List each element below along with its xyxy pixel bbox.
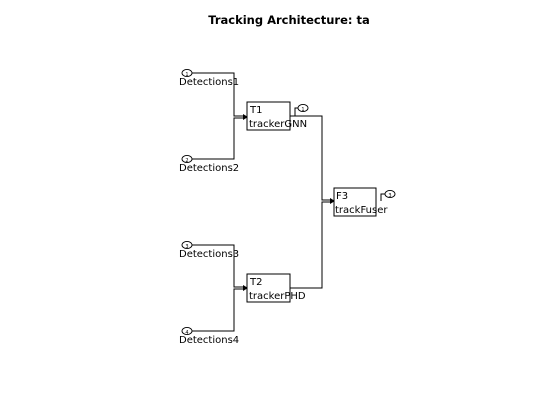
detections2-label: Detections2 <box>179 163 239 174</box>
detections4-port-icon <box>181 326 193 336</box>
tracker-t1-port-number: 1 <box>301 107 304 113</box>
detections1-label: Detections1 <box>179 77 239 88</box>
detection-source-1[interactable]: 1 Detections1 <box>179 68 239 88</box>
wire-t2-f3 <box>290 201 331 289</box>
detections3-port-icon <box>181 240 193 250</box>
detections2-port-number: 2 <box>185 158 188 164</box>
fuser-f3-name: trackFuser <box>335 205 388 216</box>
arrow-f3-in <box>330 198 335 204</box>
detections2-port-icon <box>181 154 193 164</box>
detections4-label: Detections4 <box>179 335 239 346</box>
tracker-t1-name: trackerGNN <box>249 119 307 130</box>
tracker-t1-id: T1 <box>249 105 262 116</box>
tracker-t1-block[interactable]: T1 trackerGNN 1 <box>246 101 309 131</box>
fuser-f3-output-port-icon <box>384 189 396 199</box>
detection-source-2[interactable]: 2 Detections2 <box>179 154 239 174</box>
connections <box>192 72 335 332</box>
detection-source-3[interactable]: 3 Detections3 <box>179 240 239 260</box>
wire-detections4-t2 <box>192 288 244 332</box>
detections4-port-number: 4 <box>185 330 188 336</box>
fuser-f3-box <box>333 187 377 217</box>
tracker-t2-block[interactable]: T2 trackerPHD <box>246 273 306 303</box>
detections1-port-number: 1 <box>185 72 188 78</box>
detections1-port-icon <box>181 68 193 78</box>
wire-detections2-t1 <box>192 117 244 160</box>
fuser-f3-port-number: 3 <box>388 193 391 199</box>
tracker-t1-output-stub <box>294 107 298 116</box>
diagram-title: Tracking Architecture: ta <box>208 13 370 27</box>
wire-detections3-t2 <box>192 244 244 288</box>
wire-t1-f3 <box>290 115 331 201</box>
fuser-f3-id: F3 <box>336 191 348 202</box>
detection-source-4[interactable]: 4 Detections4 <box>179 326 239 346</box>
fuser-f3-block[interactable]: F3 trackFuser 3 <box>333 187 396 217</box>
wire-detections1-t1 <box>192 72 244 117</box>
fuser-f3-output-stub <box>380 193 385 201</box>
tracker-t1-output-port-icon <box>297 103 309 113</box>
tracker-t2-box <box>246 273 291 303</box>
detections3-port-number: 3 <box>185 244 188 250</box>
arrow-t2-in <box>243 285 248 291</box>
tracker-t1-box <box>246 101 291 131</box>
detections3-label: Detections3 <box>179 249 239 260</box>
arrow-t1-in <box>243 114 248 120</box>
tracker-t2-name: trackerPHD <box>249 291 306 302</box>
tracker-t2-id: T2 <box>249 277 262 288</box>
